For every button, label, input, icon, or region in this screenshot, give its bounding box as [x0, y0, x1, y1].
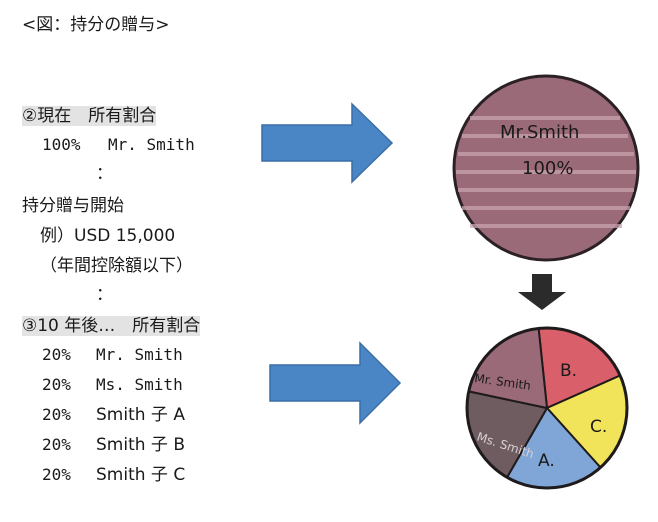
dots-2: ： — [96, 285, 113, 305]
slice-label-c: C. — [590, 417, 607, 437]
top-pie-label: Mr.Smith — [500, 122, 579, 143]
figure-caption: <図：持分の贈与> — [22, 15, 170, 35]
arrow-right-top — [261, 102, 394, 184]
row-name: Mr. Smith — [96, 345, 183, 364]
row-name: Smith 子 C — [96, 465, 186, 485]
row-percent: 20% — [42, 345, 71, 364]
top-pie-value: 100% — [522, 158, 573, 179]
row-percent: 20% — [42, 465, 71, 484]
bottom-pie-chart: B. C. A. Ms. Smith Mr. Smith — [465, 326, 629, 490]
section3-heading: ③10 年後… 所有割合 — [22, 316, 201, 336]
section2-heading: ②現在 所有割合 — [22, 106, 157, 126]
owner-name: Mr. Smith — [108, 135, 195, 154]
arrow-down — [518, 274, 566, 310]
owner-percent: 100% — [42, 135, 81, 154]
row-name: Smith 子 A — [96, 405, 185, 425]
row-percent: 20% — [42, 405, 71, 424]
deduction-note: （年間控除額以下） — [40, 256, 193, 276]
row-name: Ms. Smith — [96, 375, 183, 394]
row-percent: 20% — [42, 375, 71, 394]
example-amount: 例）USD 15,000 — [40, 226, 176, 246]
row-name: Smith 子 B — [96, 435, 185, 455]
arrow-right-bottom — [269, 341, 402, 425]
dots-1: ： — [96, 164, 113, 184]
gift-start-label: 持分贈与開始 — [22, 196, 124, 216]
top-pie-chart: Mr.Smith 100% — [452, 74, 640, 262]
row-percent: 20% — [42, 435, 71, 454]
slice-label-b: B. — [560, 361, 577, 381]
slice-label-a: A. — [538, 451, 555, 471]
